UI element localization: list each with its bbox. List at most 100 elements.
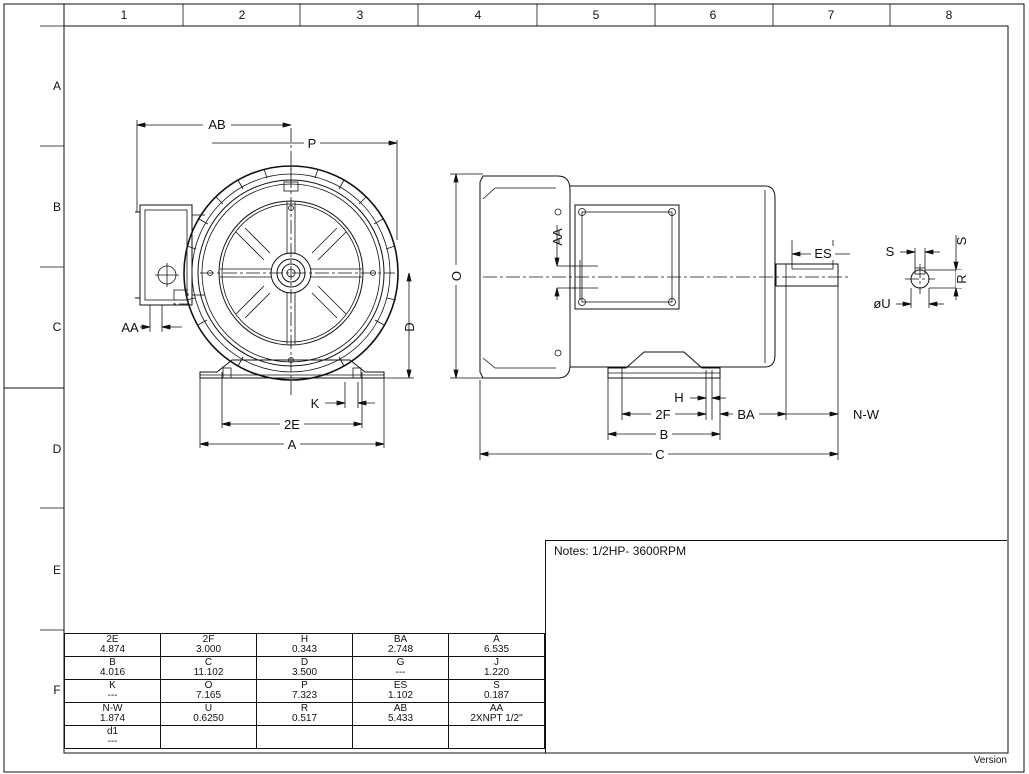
cell-value: ---: [107, 690, 118, 701]
cell-label: N-W: [102, 703, 123, 714]
dim-label-o: O: [449, 271, 464, 281]
row-label: A: [53, 79, 61, 93]
cell-value: 3.000: [195, 644, 222, 655]
row-label: E: [53, 563, 61, 577]
end-bell-spokes: [220, 202, 362, 344]
column-labels: 1 2 3 4 5 6 7 8: [121, 8, 953, 22]
cell-value: 7.323: [291, 690, 318, 701]
cell-label: D: [300, 657, 309, 668]
column-label: 7: [828, 8, 835, 22]
dim-label-2f: 2F: [655, 407, 670, 422]
table-cell: [160, 725, 257, 749]
cell-label: K: [109, 680, 116, 691]
cell-label: A: [493, 634, 500, 645]
cell-label: J: [494, 657, 499, 668]
front-view: AB P D AA K 2E A: [121, 117, 417, 452]
cell-value: 7.165: [195, 690, 222, 701]
notes-box: Notes: 1/2HP- 3600RPM: [545, 540, 1007, 753]
conduit-box-side: [574, 204, 680, 310]
cell-label: U: [204, 703, 213, 714]
cell-value: ---: [107, 736, 118, 747]
table-cell: G---: [352, 656, 449, 680]
column-label: 6: [710, 8, 717, 22]
side-foot: [607, 351, 721, 379]
cell-label: BA: [393, 634, 408, 645]
dim-label-es: ES: [814, 246, 832, 261]
cell-value: 1.102: [387, 690, 414, 701]
column-label: 8: [946, 8, 953, 22]
dim-label-2e: 2E: [284, 417, 300, 432]
cell-label: G: [396, 657, 405, 668]
motor-frame: [570, 185, 776, 368]
table-cell: [448, 725, 545, 749]
dim-label-ab: AB: [208, 117, 225, 132]
side-view: O AA ES H 2F BA N-W B C: [448, 173, 880, 462]
dim-label-a: A: [288, 437, 297, 452]
dim-label-b: B: [660, 427, 669, 442]
cell-label: O: [204, 680, 213, 691]
conduit-box: [135, 204, 205, 306]
dim-label-aa: AA: [121, 320, 139, 335]
column-label: 5: [593, 8, 600, 22]
dim-label-aa-side: AA: [550, 228, 565, 246]
cell-value: 6.535: [483, 644, 510, 655]
cell-label: d1: [106, 726, 119, 737]
row-label: D: [53, 442, 62, 456]
cell-label: 2E: [106, 634, 119, 645]
cell-value: 3.500: [291, 667, 318, 678]
cell-value: 0.6250: [193, 713, 224, 724]
cell-label: S: [493, 680, 500, 691]
cell-value: 4.016: [99, 667, 126, 678]
row-label: C: [53, 320, 62, 334]
cell-label: R: [300, 703, 309, 714]
cell-value: 11.102: [193, 667, 224, 678]
dim-label-u: øU: [873, 296, 890, 311]
front-end-bell: [479, 175, 571, 379]
cell-label: B: [109, 657, 116, 668]
dim-label-s-right: S: [954, 236, 969, 245]
cell-label: AA: [489, 703, 504, 714]
shaft-detail: S S R øU: [873, 235, 970, 311]
dim-label-n-w: N-W: [853, 407, 880, 422]
cell-label: P: [301, 680, 308, 691]
dim-label-ba: BA: [737, 407, 755, 422]
dim-label-d: D: [402, 322, 417, 331]
column-label: 1: [121, 8, 128, 22]
column-label: 3: [357, 8, 364, 22]
cooling-fins: [185, 166, 397, 367]
cell-label: 2F: [202, 634, 215, 645]
column-label: 4: [475, 8, 482, 22]
cell-value: 1.220: [483, 667, 510, 678]
dim-label-s-left: S: [886, 244, 895, 259]
cell-label: C: [204, 657, 213, 668]
dim-label-h: H: [674, 390, 683, 405]
dim-label-p: P: [308, 136, 317, 151]
table-cell: [352, 725, 449, 749]
cell-label: H: [300, 634, 309, 645]
row-label: B: [53, 200, 61, 214]
cell-label: ES: [393, 680, 408, 691]
table-cell: d1---: [64, 725, 161, 749]
zone-ticks: [40, 4, 891, 631]
dim-label-k: K: [311, 396, 320, 411]
cell-value: 5.433: [387, 713, 414, 724]
cell-value: 0.187: [483, 690, 510, 701]
